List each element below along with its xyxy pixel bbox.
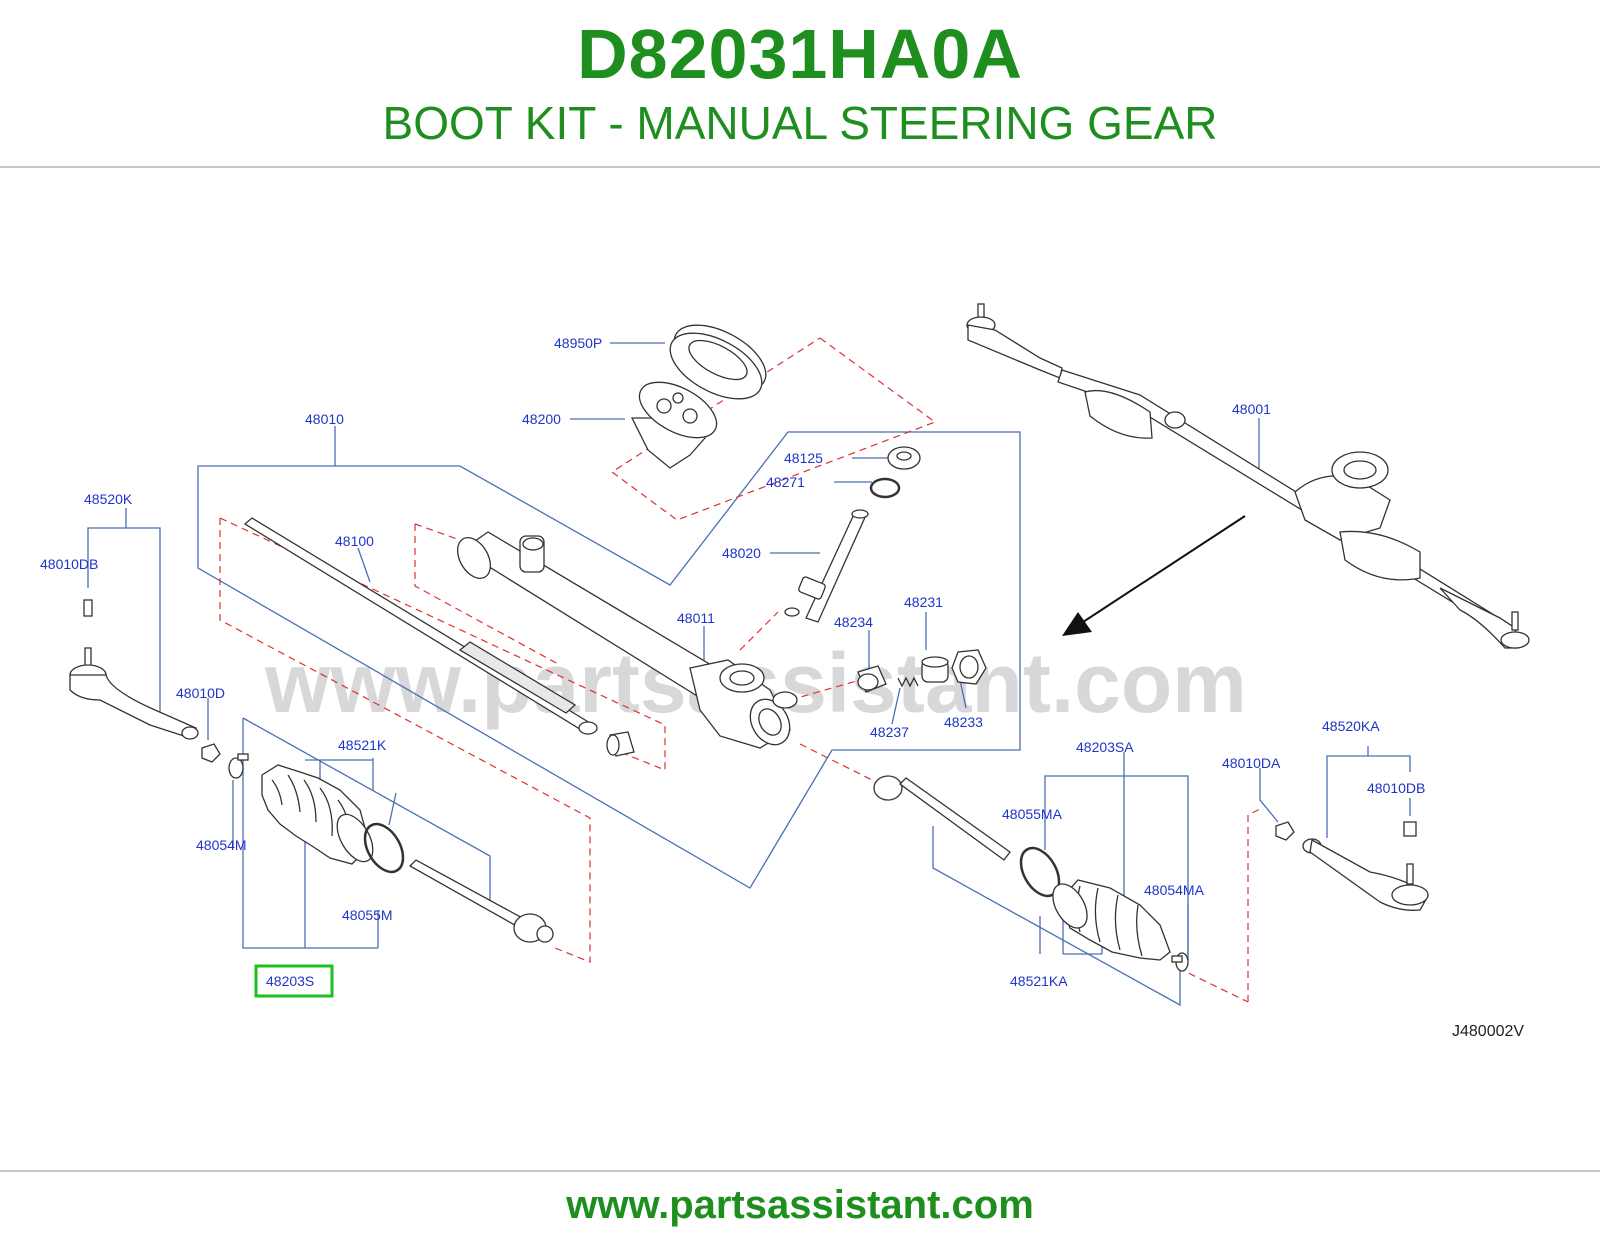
label-48203S[interactable]: 48203S (266, 973, 314, 989)
label-48231[interactable]: 48231 (904, 594, 943, 610)
part-48520K-tie-rod-end (69, 599, 199, 740)
header-divider (0, 166, 1600, 168)
label-48237[interactable]: 48237 (870, 724, 909, 740)
nut-48010DB-right (1403, 821, 1417, 837)
part-48520KA-tie-rod-end (1302, 821, 1429, 911)
label-48054MA[interactable]: 48054MA (1144, 882, 1205, 898)
label-48010DA[interactable]: 48010DA (1222, 755, 1281, 771)
leader-lines (87, 342, 1411, 1007)
label-48234[interactable]: 48234 (834, 614, 873, 630)
label-48100[interactable]: 48100 (335, 533, 374, 549)
label-48521KA[interactable]: 48521KA (1010, 973, 1068, 989)
label-48055MA[interactable]: 48055MA (1002, 806, 1063, 822)
label-48055M[interactable]: 48055M (342, 907, 393, 923)
part-inner-tie-rod-left (408, 859, 554, 943)
part-48203S-boot (261, 764, 374, 865)
label-48520K[interactable]: 48520K (84, 491, 133, 507)
label-48950P[interactable]: 48950P (554, 335, 602, 351)
label-48233[interactable]: 48233 (944, 714, 983, 730)
highlight-box (254, 964, 334, 998)
part-48271-ring (869, 477, 901, 499)
part-inner-tie-rod-right (873, 775, 1011, 861)
label-48011[interactable]: 48011 (677, 610, 715, 626)
label-48203SA[interactable]: 48203SA (1076, 739, 1134, 755)
part-bushing (606, 731, 635, 757)
part-illustrations (69, 303, 1530, 972)
label-48521K[interactable]: 48521K (338, 737, 387, 753)
label-48010D[interactable]: 48010D (176, 685, 225, 701)
label-48200[interactable]: 48200 (522, 411, 561, 427)
part-48233-nut (951, 649, 987, 685)
part-48020-pinion (784, 509, 869, 623)
part-48231-plug (921, 656, 949, 683)
nut-48010DB-left (83, 599, 93, 617)
reference-code: J480002V (1452, 1023, 1524, 1040)
part-48054MA-clamp (1171, 952, 1189, 972)
label-48010[interactable]: 48010 (305, 411, 344, 427)
direction-arrow (1062, 515, 1246, 636)
label-48001[interactable]: 48001 (1232, 401, 1271, 417)
label-48125[interactable]: 48125 (784, 450, 823, 466)
label-48054M[interactable]: 48054M (196, 837, 247, 853)
part-48203SA-boot (1052, 879, 1171, 961)
part-48100-rack (243, 517, 598, 735)
part-48010DA-nut (1275, 821, 1295, 841)
label-48020[interactable]: 48020 (722, 545, 761, 561)
parts-diagram-svg: www.partsassistant.com (40, 303, 1530, 1040)
part-48950P-seal (669, 324, 767, 400)
page-title: BOOT KIT - MANUAL STEERING GEAR (382, 97, 1218, 149)
part-48001-steering-gear-assembly (966, 303, 1530, 649)
label-48271[interactable]: 48271 (766, 474, 805, 490)
part-48010D-nut (201, 743, 221, 763)
part-48234-yoke (857, 665, 887, 693)
parts-diagram: www.partsassistant.com (0, 270, 1600, 1060)
part-48011-housing (456, 531, 798, 749)
part-48200-boot (630, 381, 718, 469)
part-code: D82031HA0A (577, 15, 1023, 93)
part-48237-spring (897, 676, 919, 688)
label-48520KA[interactable]: 48520KA (1322, 718, 1380, 734)
label-48010DB-left[interactable]: 48010DB (40, 556, 98, 572)
footer-url[interactable]: www.partsassistant.com (566, 1183, 1034, 1227)
part-48125-seal-inner (896, 451, 912, 461)
part-48055M-clamp (363, 822, 405, 874)
part-48054M-clamp (228, 753, 249, 779)
footer-divider (0, 1170, 1600, 1172)
label-48010DB-right[interactable]: 48010DB (1367, 780, 1425, 796)
